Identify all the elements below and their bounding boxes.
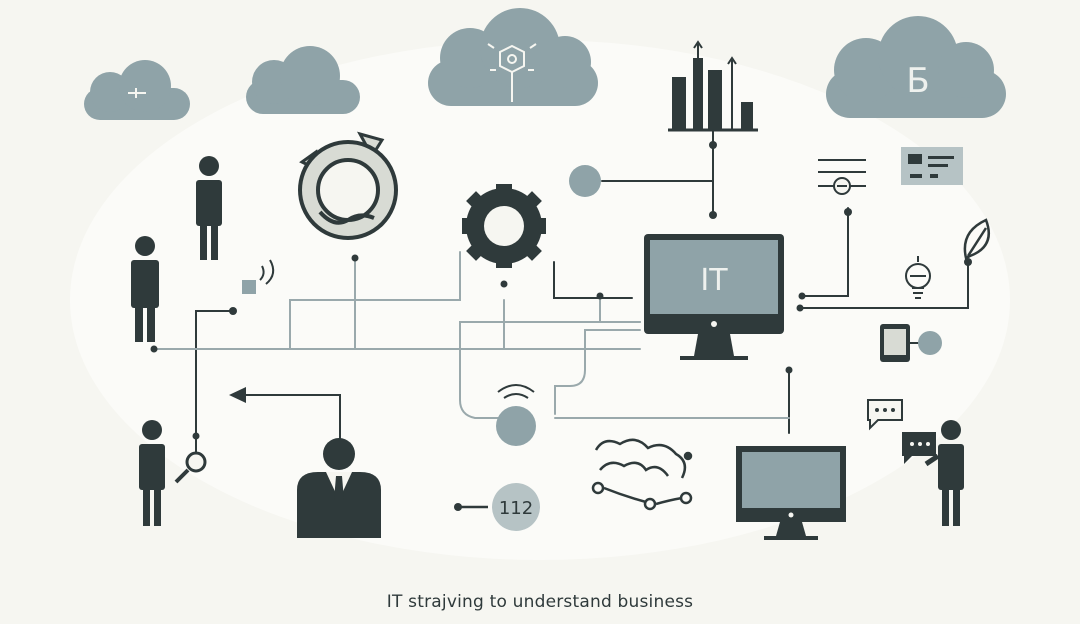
cloud-icon	[84, 60, 190, 120]
person-icon	[139, 420, 165, 526]
person-icon	[196, 156, 222, 260]
arrow-left-icon	[229, 387, 246, 403]
node-circle	[496, 406, 536, 446]
badge-number: 112	[499, 498, 533, 519]
laptop-icon	[736, 446, 846, 540]
lightbulb-icon	[905, 256, 931, 299]
brain-icon	[591, 438, 693, 511]
gear-icon	[462, 184, 546, 268]
document-icon	[818, 159, 866, 195]
id-card-icon	[901, 147, 963, 185]
badge-icon	[454, 483, 540, 531]
leaf-icon	[963, 218, 990, 260]
plug-icon	[128, 88, 146, 98]
speech-bubble-icon	[867, 399, 903, 431]
bar-chart-icon	[668, 40, 758, 132]
cloud-icon	[826, 16, 1006, 118]
signal-icon	[242, 259, 275, 294]
diagram-caption: IT strajving to understand business	[386, 592, 694, 612]
monitor-label: IT	[700, 263, 728, 298]
wifi-icon	[497, 384, 535, 399]
person-icon	[924, 420, 964, 526]
tablet-icon	[880, 324, 942, 362]
gear-idea-icon	[487, 43, 537, 102]
cloud-glyph: Б	[906, 61, 929, 101]
cloud-icon	[246, 46, 360, 114]
junction-dots	[150, 141, 972, 440]
person-icon	[131, 236, 159, 342]
node-circle	[569, 165, 601, 197]
speech-bubble-icon	[902, 432, 936, 464]
monitor-icon	[644, 234, 784, 360]
businessman-icon	[297, 438, 381, 538]
broken-gear-icon	[298, 131, 398, 240]
magnifier-icon	[174, 451, 207, 484]
